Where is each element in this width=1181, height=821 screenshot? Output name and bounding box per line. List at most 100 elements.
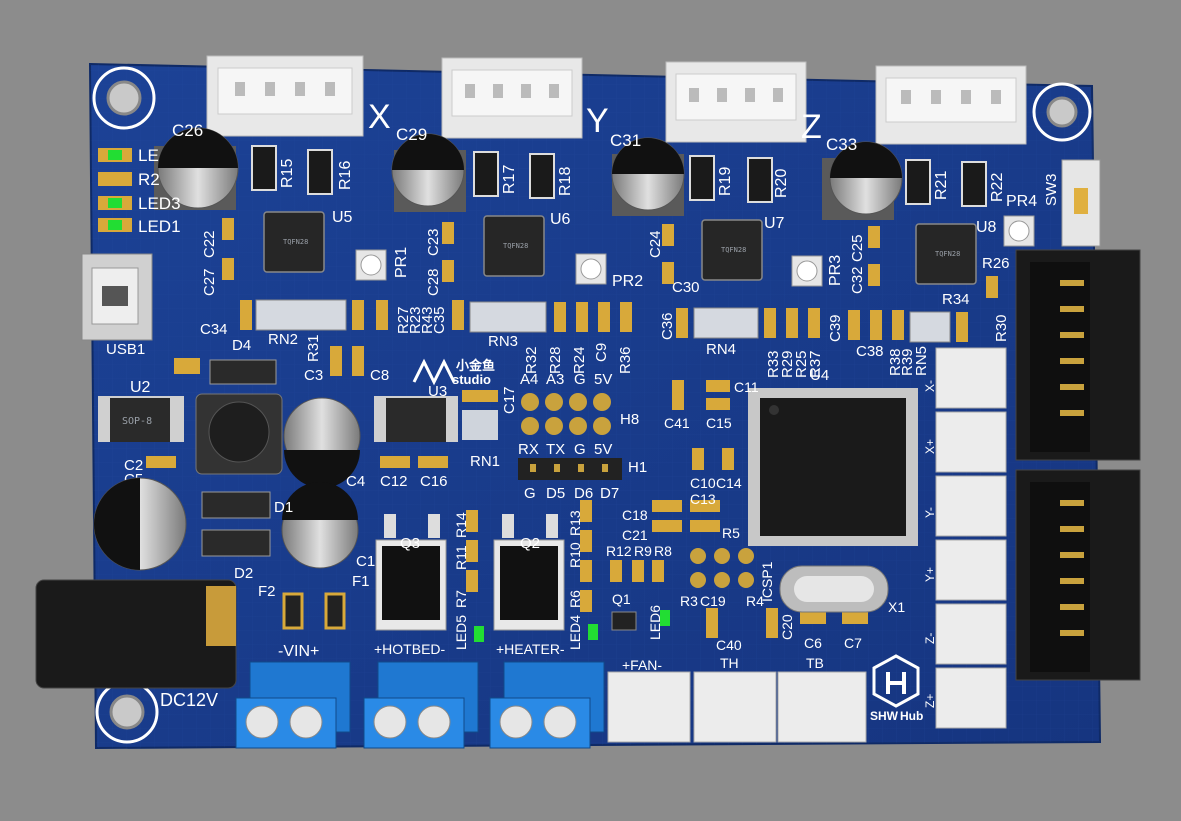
label-c13: C13 — [690, 491, 716, 507]
h8-bottom-5v: 5V — [594, 441, 612, 458]
label-r20: R20 — [773, 169, 790, 198]
label-tb: TB — [806, 655, 824, 671]
endstop-x-plus: X+ — [923, 439, 937, 454]
label-led5: LED5 — [453, 615, 469, 650]
label-r26: R26 — [982, 255, 1010, 272]
label-q3: Q3 — [400, 535, 420, 552]
label-r32: R32 — [523, 346, 540, 374]
h8-bottom-rx: RX — [518, 441, 539, 458]
dc-jack — [35, 579, 237, 689]
label-c22: C22 — [201, 230, 218, 258]
logo-en: studio — [452, 372, 491, 387]
h8-top-5v: 5V — [594, 371, 612, 388]
label-c38: C38 — [856, 343, 884, 360]
label-r43: R43 — [419, 306, 436, 334]
label-fan: +FAN- — [622, 657, 662, 673]
label-c9: C9 — [593, 343, 610, 362]
label-r31: R31 — [305, 334, 322, 362]
h8-top-a4: A4 — [520, 371, 538, 388]
label-rn5: RN5 — [913, 346, 930, 376]
label-r18: R18 — [557, 167, 574, 196]
label-c15: C15 — [706, 415, 732, 431]
bottom-connectors — [607, 671, 867, 743]
label-c27: C27 — [201, 268, 218, 296]
label-c7: C7 — [844, 635, 862, 651]
ic-u3 — [374, 396, 458, 442]
reset-switch — [1061, 159, 1101, 247]
sense-resistors — [251, 145, 987, 207]
fuses — [282, 592, 346, 630]
endstop-connectors — [935, 347, 1007, 729]
h1-d7: D7 — [600, 485, 619, 502]
label-vin: -VIN+ — [278, 643, 319, 660]
status-leds — [98, 148, 132, 232]
driver-ics — [263, 211, 977, 285]
label-r39: R39 — [899, 348, 916, 376]
chip-u6: TQFN28 — [503, 242, 528, 250]
label-r7: R7 — [453, 590, 469, 608]
h1-d5: D5 — [546, 485, 565, 502]
label-c33: C33 — [826, 135, 857, 154]
endstop-x-minus: X- — [923, 380, 937, 392]
label-pr3: PR3 — [827, 255, 844, 286]
shwhub-logo — [872, 654, 920, 708]
label-c16: C16 — [420, 473, 448, 490]
label-c41: C41 — [664, 415, 690, 431]
label-r34: R34 — [942, 291, 970, 308]
label-u4: U4 — [810, 367, 829, 384]
label-r9: R9 — [634, 543, 652, 559]
ic-u2 — [98, 396, 184, 442]
endstop-y-plus: Y+ — [923, 567, 937, 582]
header-h8 — [521, 393, 611, 435]
label-c25: C25 — [849, 234, 866, 262]
label-dc12v: DC12V — [160, 690, 218, 710]
label-r21: R21 — [933, 171, 950, 200]
terminal-blocks — [235, 661, 605, 749]
label-r38: R38 — [887, 348, 904, 376]
crystal-x1 — [779, 565, 889, 613]
driver-caps — [154, 127, 903, 220]
label-pr4: PR4 — [1006, 193, 1037, 210]
label-r15: R15 — [279, 159, 296, 188]
axis-label-z: Z — [801, 108, 822, 146]
label-led4: LED4 — [567, 615, 583, 650]
label-d4: D4 — [232, 337, 251, 354]
label-c28: C28 — [425, 268, 442, 296]
label-th: TH — [720, 655, 739, 671]
label-u3: U3 — [428, 383, 447, 400]
mcu-chip — [748, 388, 918, 546]
h1-name: H1 — [628, 459, 647, 476]
label-sw3: SW3 — [1043, 173, 1060, 206]
smd-passives — [146, 218, 998, 638]
endstop-y-minus: Y- — [923, 507, 937, 518]
chip-u7: TQFN28 — [721, 246, 746, 254]
label-c4: C4 — [346, 473, 365, 490]
icsp-header — [690, 548, 754, 588]
usb-port — [81, 253, 153, 341]
label-u7: U7 — [764, 215, 785, 232]
label-le: LE — [138, 146, 159, 165]
label-x1: X1 — [888, 599, 905, 615]
h8-bottom-g: G — [574, 441, 586, 458]
label-c30: C30 — [672, 279, 700, 296]
label-c39: C39 — [827, 314, 844, 342]
label-u8: U8 — [976, 219, 997, 236]
label-c35: C35 — [431, 306, 448, 334]
trim-pots — [355, 215, 1035, 287]
label-rn2: RN2 — [268, 331, 298, 348]
label-c14: C14 — [716, 475, 742, 491]
label-heater: +HEATER- — [496, 641, 565, 657]
endstop-z-plus: Z+ — [923, 694, 937, 708]
h8-top-a3: A3 — [546, 371, 564, 388]
label-c29: C29 — [396, 125, 427, 144]
h8-top-g: G — [574, 371, 586, 388]
label-c8: C8 — [370, 367, 389, 384]
label-r14: R14 — [453, 512, 469, 538]
h1-g: G — [524, 485, 536, 502]
label-c40: C40 — [716, 637, 742, 653]
label-usb1: USB1 — [106, 341, 145, 358]
endstop-z-minus: Z- — [923, 633, 937, 644]
label-u6: U6 — [550, 211, 571, 228]
label-u2: U2 — [130, 379, 151, 396]
